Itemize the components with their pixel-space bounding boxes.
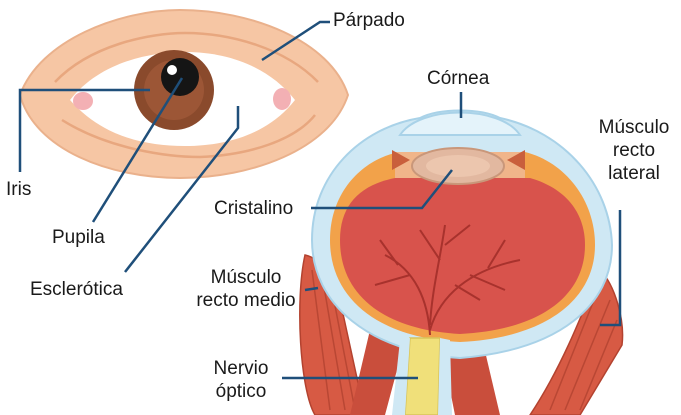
label-nervio-line-1: Nervio	[203, 357, 279, 380]
label-esclerotica: Esclerótica	[30, 278, 123, 301]
label-lateral-line-3: lateral	[592, 162, 676, 185]
outer-corner	[273, 88, 291, 110]
label-musculo-recto-medio: Músculo recto medio	[190, 266, 302, 312]
optic-nerve-sheath-r	[438, 338, 452, 415]
label-nervio-optico: Nervio óptico	[203, 357, 279, 403]
label-lateral-line-2: recto	[592, 139, 676, 162]
label-medio-line-2: recto medio	[190, 289, 302, 312]
label-parpado: Párpado	[333, 9, 405, 32]
label-lateral-line-1: Músculo	[592, 116, 676, 139]
label-iris: Iris	[6, 178, 31, 201]
inner-corner	[73, 92, 93, 110]
label-medio-line-1: Músculo	[190, 266, 302, 289]
lens-inner	[426, 155, 490, 177]
pupil	[161, 58, 199, 96]
label-musculo-recto-lateral: Músculo recto lateral	[592, 116, 676, 185]
label-cornea: Córnea	[427, 67, 489, 90]
label-pupila: Pupila	[52, 226, 105, 249]
label-nervio-line-2: óptico	[203, 380, 279, 403]
pupil-highlight	[167, 65, 177, 75]
label-cristalino: Cristalino	[214, 197, 293, 220]
eyeball-section	[300, 111, 623, 415]
optic-nerve	[405, 338, 440, 415]
